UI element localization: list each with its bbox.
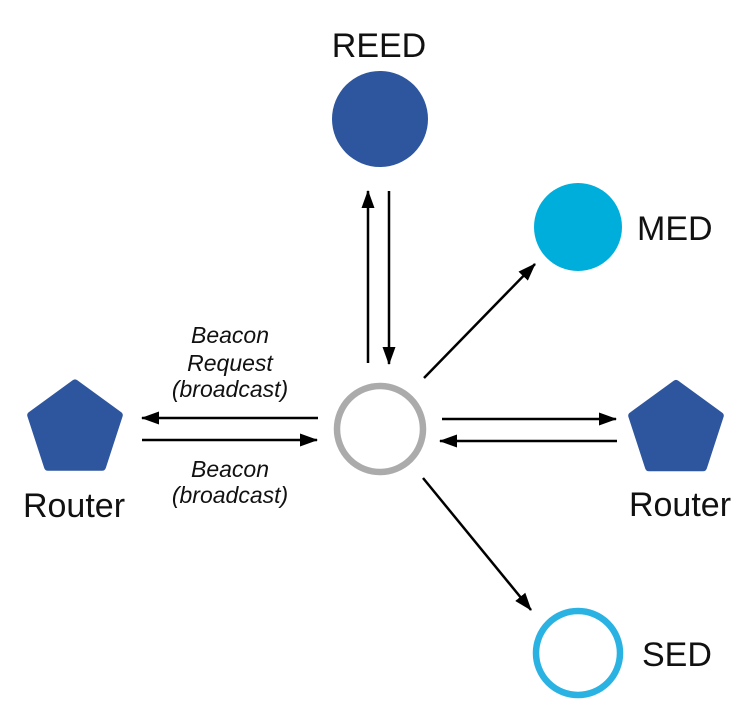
coordinator-node-circle	[333, 382, 427, 476]
sed-node-circle	[532, 607, 624, 699]
right-router-pentagon	[628, 380, 724, 472]
beacon-request-label-line-2: Request	[187, 350, 274, 376]
left-router-pentagon	[27, 379, 123, 471]
beacon-request-label-line-3: (broadcast)	[172, 376, 288, 402]
reed-label: REED	[332, 27, 426, 65]
right-router-label: Router	[629, 486, 731, 524]
beacon-label-line-2: (broadcast)	[172, 482, 288, 508]
arrow-coordinator-to-sed	[422, 477, 532, 611]
beacon-request-label-line-1: Beacon	[191, 322, 269, 348]
med-node-circle	[534, 183, 622, 271]
med-label: MED	[637, 210, 713, 248]
sed-label: SED	[642, 636, 712, 674]
arrow-coordinator-to-med	[423, 263, 536, 379]
reed-node-circle	[332, 71, 428, 167]
beacon-label-line-1: Beacon	[191, 456, 269, 482]
left-router-label: Router	[23, 487, 125, 525]
